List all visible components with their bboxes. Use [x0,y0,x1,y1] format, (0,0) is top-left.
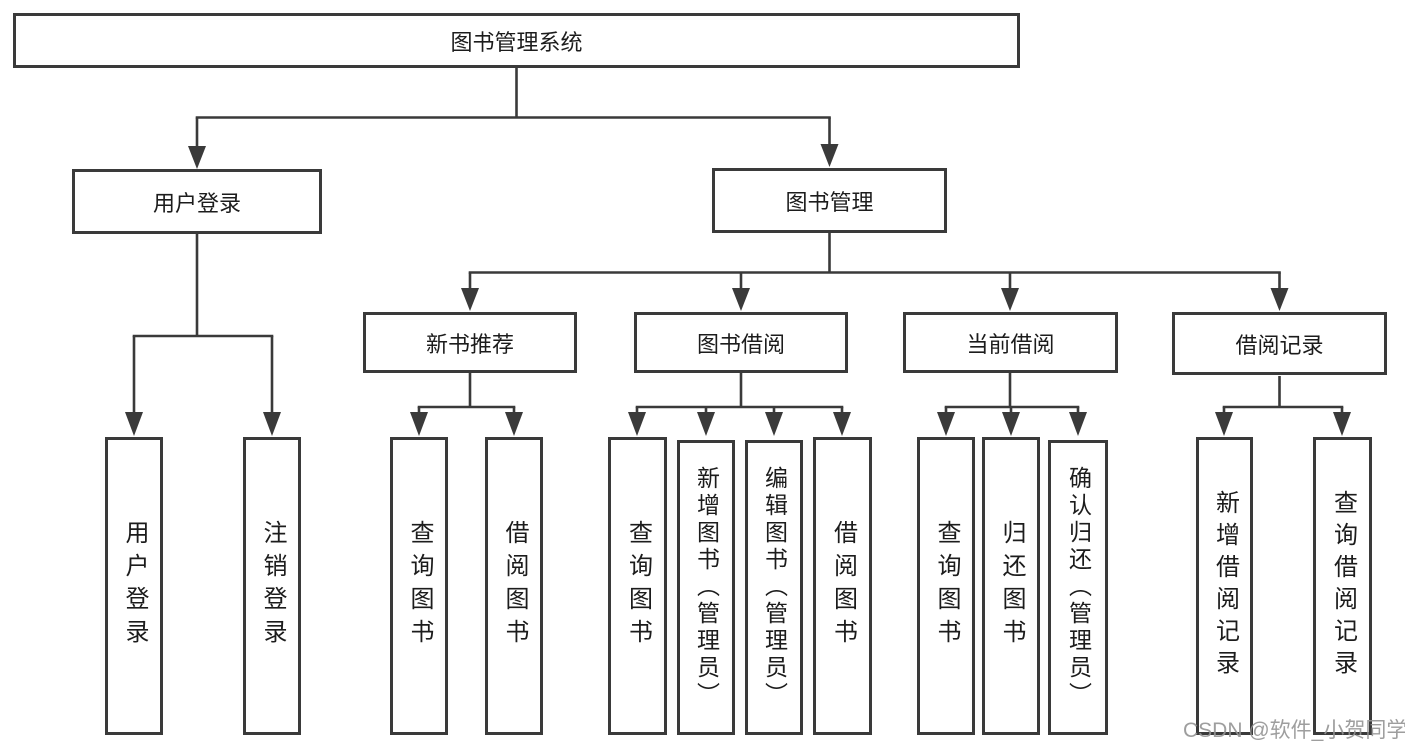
node-label: 用户登录 [152,190,241,216]
node-label: 注销登录 [259,520,286,652]
watermark-text: CSDN @软件_小贺同学 [1183,719,1405,742]
leaf-add-borrow-record: 新增借阅记录 [1196,437,1253,735]
leaf-add-books-admin: 新增图书（管理员） [677,440,735,735]
node-label: 查询借阅记录 [1329,490,1357,682]
leaf-user-login: 用户登录 [105,437,163,735]
node-label: 图书管理 [785,189,874,215]
leaf-borrow-books: 借阅图书 [813,437,872,735]
node-label: 用户登录 [121,520,148,652]
leaf-return-books: 归还图书 [982,437,1040,735]
node-label: 新书推荐 [425,331,514,357]
node-label: 查询图书 [624,520,652,652]
node-library-system: 图书管理系统 [13,13,1020,68]
node-current-borrowing: 当前借阅 [903,312,1118,373]
node-user-login: 用户登录 [72,169,322,234]
leaf-borrow-books-recommend: 借阅图书 [485,437,543,735]
node-borrowing-records: 借阅记录 [1172,312,1387,375]
node-label: 新增借阅记录 [1211,490,1239,682]
node-label: 借阅记录 [1235,332,1324,358]
node-label: 当前借阅 [966,331,1055,357]
node-label: 新增图书（管理员） [693,466,720,709]
leaf-confirm-return-admin: 确认归还（管理员） [1048,440,1108,735]
node-label: 查询图书 [933,520,960,652]
leaf-query-borrow-record: 查询借阅记录 [1313,437,1372,735]
leaf-query-books-recommend: 查询图书 [390,437,448,735]
leaf-logout: 注销登录 [243,437,301,735]
node-label: 查询图书 [406,520,433,652]
node-label: 图书借阅 [696,331,785,357]
node-book-management: 图书管理 [712,168,947,233]
node-label: 归还图书 [998,520,1025,652]
leaf-query-books-current: 查询图书 [917,437,975,735]
node-new-book-recommendation: 新书推荐 [363,312,577,373]
node-label: 确认归还（管理员） [1065,466,1092,709]
node-label: 借阅图书 [829,520,857,652]
node-label: 编辑图书（管理员） [761,466,788,709]
node-label: 图书管理系统 [450,29,583,55]
node-label: 借阅图书 [501,520,528,652]
leaf-edit-books-admin: 编辑图书（管理员） [745,440,803,735]
leaf-query-books-borrow: 查询图书 [608,437,667,735]
node-book-borrowing: 图书借阅 [634,312,848,373]
